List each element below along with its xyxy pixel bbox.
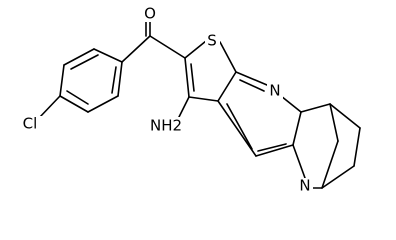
pyridine-bond-1	[235, 71, 268, 86]
thiophene-double	[190, 63, 195, 92]
bicyclic-bond-7	[329, 103, 339, 142]
bicyclic-bond-1	[300, 103, 331, 113]
atom-labels: O S N N Cl NH2	[18, 5, 313, 196]
pyridine-double-2	[257, 143, 287, 152]
phenyl-bond-6	[117, 61, 123, 97]
molecule-diagram: O S N N Cl NH2	[18, 4, 361, 196]
phenyl-bond-2	[63, 48, 95, 66]
bond-to-chlorine	[38, 95, 61, 119]
bicyclic-bond-6	[292, 144, 306, 179]
ring-nitrogen-label: N	[269, 82, 280, 100]
oxygen-label: O	[144, 5, 156, 23]
bonds	[38, 21, 361, 189]
oxygen-label-bg	[143, 6, 157, 22]
pyridine-double-3	[226, 103, 253, 150]
thiophene-bond-5	[184, 57, 190, 98]
bond-carbonyl-to-thiophene	[149, 35, 186, 59]
phenyl-bond-1	[93, 48, 123, 63]
thiophene-bond-3	[217, 71, 237, 102]
phenyl-bond-3	[59, 64, 65, 97]
bicyclic-bond-2	[329, 103, 361, 129]
chlorine-label: Cl	[23, 115, 38, 133]
bicyclic-bond-3	[353, 127, 361, 167]
chlorine-label-bg	[18, 116, 43, 134]
thiophene-bond-2	[219, 41, 237, 73]
pyridine-bond-5	[217, 100, 257, 157]
phenyl-double-2	[66, 90, 89, 105]
pyridine-double-1	[239, 79, 265, 92]
pyridine-bond-4	[255, 144, 294, 157]
bicyclic-bond-8	[321, 140, 339, 189]
amine-label-bg	[148, 117, 184, 137]
pyridine-bond-3	[292, 111, 302, 146]
bridge-nitrogen-label: N	[299, 177, 310, 195]
thiophene-bond-1	[184, 40, 207, 59]
bicyclic-bond-4	[321, 165, 355, 189]
phenyl-double-3	[111, 66, 117, 94]
phenyl-double-1	[70, 54, 99, 70]
bond-to-amine	[177, 96, 190, 120]
sulfur-label-bg	[205, 33, 220, 51]
thiophene-bond-4	[188, 96, 219, 102]
bridge-nitrogen-label-bg	[297, 178, 313, 196]
pyridine-bond-2	[280, 95, 302, 113]
amine-label: NH2	[150, 117, 182, 135]
sulfur-label: S	[207, 32, 217, 50]
phenyl-bond-4	[59, 95, 89, 113]
phenyl-bond-5	[87, 95, 119, 113]
bond-carbonyl-to-phenyl	[121, 35, 151, 63]
structure-svg: O S N N Cl NH2	[18, 4, 361, 196]
ring-nitrogen-label-bg	[267, 83, 283, 101]
